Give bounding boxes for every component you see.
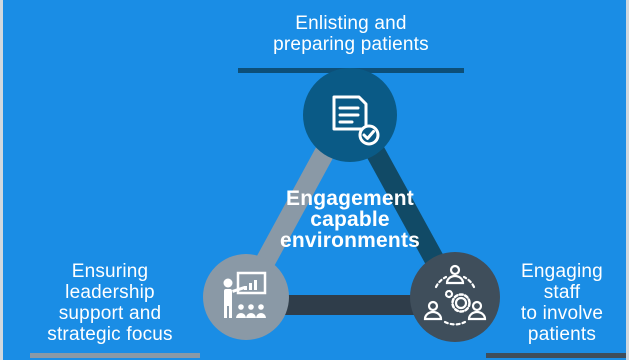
left-node-label-line-2: leadership — [65, 282, 155, 303]
center-title-line-3: environments — [279, 229, 421, 252]
left-node — [203, 254, 289, 340]
center-title-line-2: capable — [310, 208, 390, 231]
top-node-label-line-2: preparing patients — [273, 34, 429, 55]
right-node-label-line-4: patients — [527, 324, 597, 345]
left-node-label-line-3: support and — [58, 303, 162, 324]
right-node-label-line-2: staff — [543, 282, 581, 303]
right-node-label: Engaging staff to involve patients — [500, 261, 624, 345]
right-node — [410, 252, 500, 342]
people-network-gear-icon — [423, 264, 487, 326]
center-title-line-1: Engagement — [285, 187, 415, 210]
center-title: Engagement capable environments — [264, 188, 436, 251]
left-node-circle — [203, 254, 289, 340]
left-node-label-line-1: Ensuring — [71, 261, 149, 282]
top-node-label: Enlisting and preparing patients — [238, 13, 464, 55]
top-node — [303, 68, 397, 162]
left-node-underline — [30, 353, 200, 358]
document-check-icon — [332, 95, 380, 146]
presenter-audience-icon — [223, 271, 267, 318]
top-node-label-line-1: Enlisting and — [295, 13, 407, 34]
left-node-label-line-4: strategic focus — [47, 324, 173, 345]
right-node-underline — [486, 353, 626, 358]
left-node-label: Ensuring leadership support and strategi… — [20, 261, 200, 345]
right-node-label-line-3: to involve — [520, 303, 604, 324]
right-node-label-line-1: Engaging — [521, 261, 603, 282]
